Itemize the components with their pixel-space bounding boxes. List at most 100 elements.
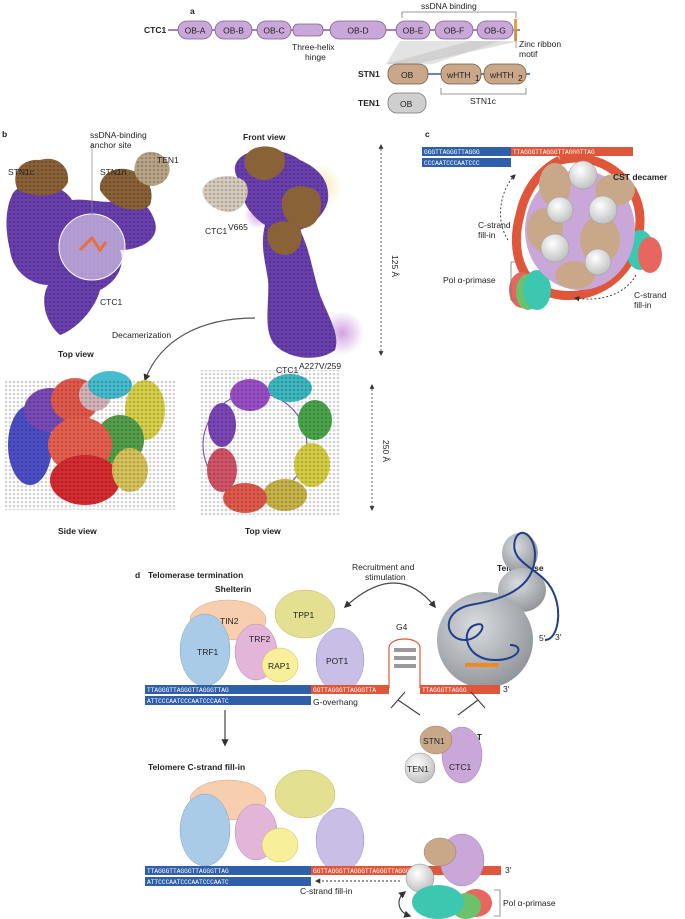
g4-quadruplex [388,638,421,688]
anchor-label-2: anchor site [90,140,132,150]
stn1c-bracket [440,88,527,95]
telomerase-template [465,663,499,667]
cst-ten1-label: TEN1 [407,764,429,774]
trf2-label: TRF2 [249,634,271,644]
top-view-2-label: Top view [245,526,281,536]
c-strand-arrow-2 [573,274,637,302]
ten1-ob-domain [387,92,427,114]
ctc1-domain-label-ob-d: OB-D [347,26,368,36]
tpp1-blob-2 [274,769,336,819]
rap1-blob-2 [261,827,299,863]
tpp1-label: TPP1 [293,610,315,620]
stn1-structure-front-a [244,146,286,180]
telomerase-rna [447,531,560,662]
ctc1-label: CTC1 [144,25,166,35]
ssdna-anchor-sphere [58,213,126,281]
inhibit-telomerase [457,691,486,716]
ctc1-domain-ob-b [214,20,253,40]
ctc1-domain-ob-e [395,20,431,40]
cst-ten1 [404,752,436,784]
decamerization-label: Decamerization [112,330,171,340]
zinc-ribbon-marker [514,19,517,41]
recruitment-2: stimulation [365,572,406,582]
telo-3prime-top: 3′ [555,632,562,642]
ring-texture [200,370,340,515]
ten1-label: TEN1 [358,98,380,108]
hinge-label-1: Three-helix [292,42,335,52]
seq-top-blue-bg [422,147,511,156]
c-strand-1b: fill-in [478,230,496,240]
dna1-top-blue-bg [145,685,311,694]
c-strand-2a: C-strand [634,290,667,300]
pol-bracket-c [510,261,517,301]
ten1-texture [134,151,170,186]
cst-stn1 [419,725,453,755]
pol-red-1 [638,237,662,273]
zinc-label-1: Zinc ribbon [519,39,561,49]
stn1-label: STN1 [358,69,380,79]
tin2-label: TIN2 [220,616,239,626]
telomerase-lobe-1 [502,533,538,573]
pol-primase-c: Pol α-primase [443,275,496,285]
cst-decamer-diagram [509,153,662,310]
dna2-bottom: ATTCCCAATCCCAATCCCAATC [147,879,229,886]
pol-teal-2 [523,270,551,310]
stn1-whth1-label: wHTH [446,70,471,80]
pol-teal-d [412,885,464,919]
dna1-telo: TTAGGGTTAGGG [422,687,467,694]
ctc1-struct-label: CTC1 [100,297,122,307]
fill-in-label: C-strand fill-in [300,886,353,896]
pot1-label: POT1 [326,656,348,666]
telomerase-core [437,592,533,688]
stn1-ob-label: OB [401,70,414,80]
ctc1-domain-ob-a [177,20,213,40]
ten1-ob-label: OB [400,99,413,109]
ssdna-in-sphere [78,235,108,253]
stn1c-label: STN1c [470,96,497,106]
pol-recruit-arrow [398,891,412,918]
panel-d-title: Telomerase termination [148,570,243,580]
ctc1-domain-label-ob-a: OB-A [185,26,206,36]
stn1-whth2-sub: 2 [518,73,523,83]
ten1-ring-2 [588,195,618,225]
c-strand-1a: C-strand [478,220,511,230]
cst-monomer-top-view [6,143,170,335]
g-overhang-label: G-overhang [313,697,358,707]
seq-top-blue: GGGTTAGGGTTAGGG [424,149,480,156]
telo-3prime: 3′ [503,684,510,694]
ten1-struct-label: TEN1 [157,155,179,165]
ctc1-domain-label-ob-f: OB-F [444,26,464,36]
stn1-ring-1 [539,163,571,207]
pol-primase-d: Pol α-primase [503,898,556,908]
dim-250-label: 250 Å [381,440,391,463]
rap1-label: RAP1 [268,661,290,671]
stn1-whth2-domain [483,63,527,85]
ssdna-binding-label: ssDNA binding [421,1,477,11]
cst2-stn1 [423,837,457,867]
seq-top-red-bg [511,147,633,156]
decamer-top-view [200,370,340,515]
stn1-whth1-domain [440,63,482,85]
decamerization-arrow [143,317,256,382]
panel-b-letter: b [2,129,7,139]
ctc1-domain-label-ob-e: OB-E [403,26,424,36]
v665-label: CTC1 [205,226,227,236]
ctc1-domain-label-ob-b: OB-B [223,26,244,36]
dna1-bottom: ATTCCCAATCCCAATCCCAATC [147,698,229,705]
anchor-label-1: ssDNA-binding [90,130,147,140]
panel-c: c GGGTTAGGGTTAGGG TTAGGGTTAGGGTTAGGGTTAG… [422,129,668,310]
stn1-whth2-label: wHTH [489,70,514,80]
ten1-ring-1 [568,160,598,190]
dim-125-label: 125 Å [390,255,400,278]
g4-label: G4 [396,622,408,632]
ctc1-domain-ob-c [256,20,292,40]
ten1-ring-3 [546,196,574,224]
dna2-top-blue: TTAGGGTTAGGGTTAGGGTTAG [147,868,229,875]
ssdna-bracket [401,11,517,18]
pot1-blob-2 [315,807,365,873]
recruitment-1: Recruitment and [352,562,415,572]
ten1-ring-5 [584,248,612,276]
